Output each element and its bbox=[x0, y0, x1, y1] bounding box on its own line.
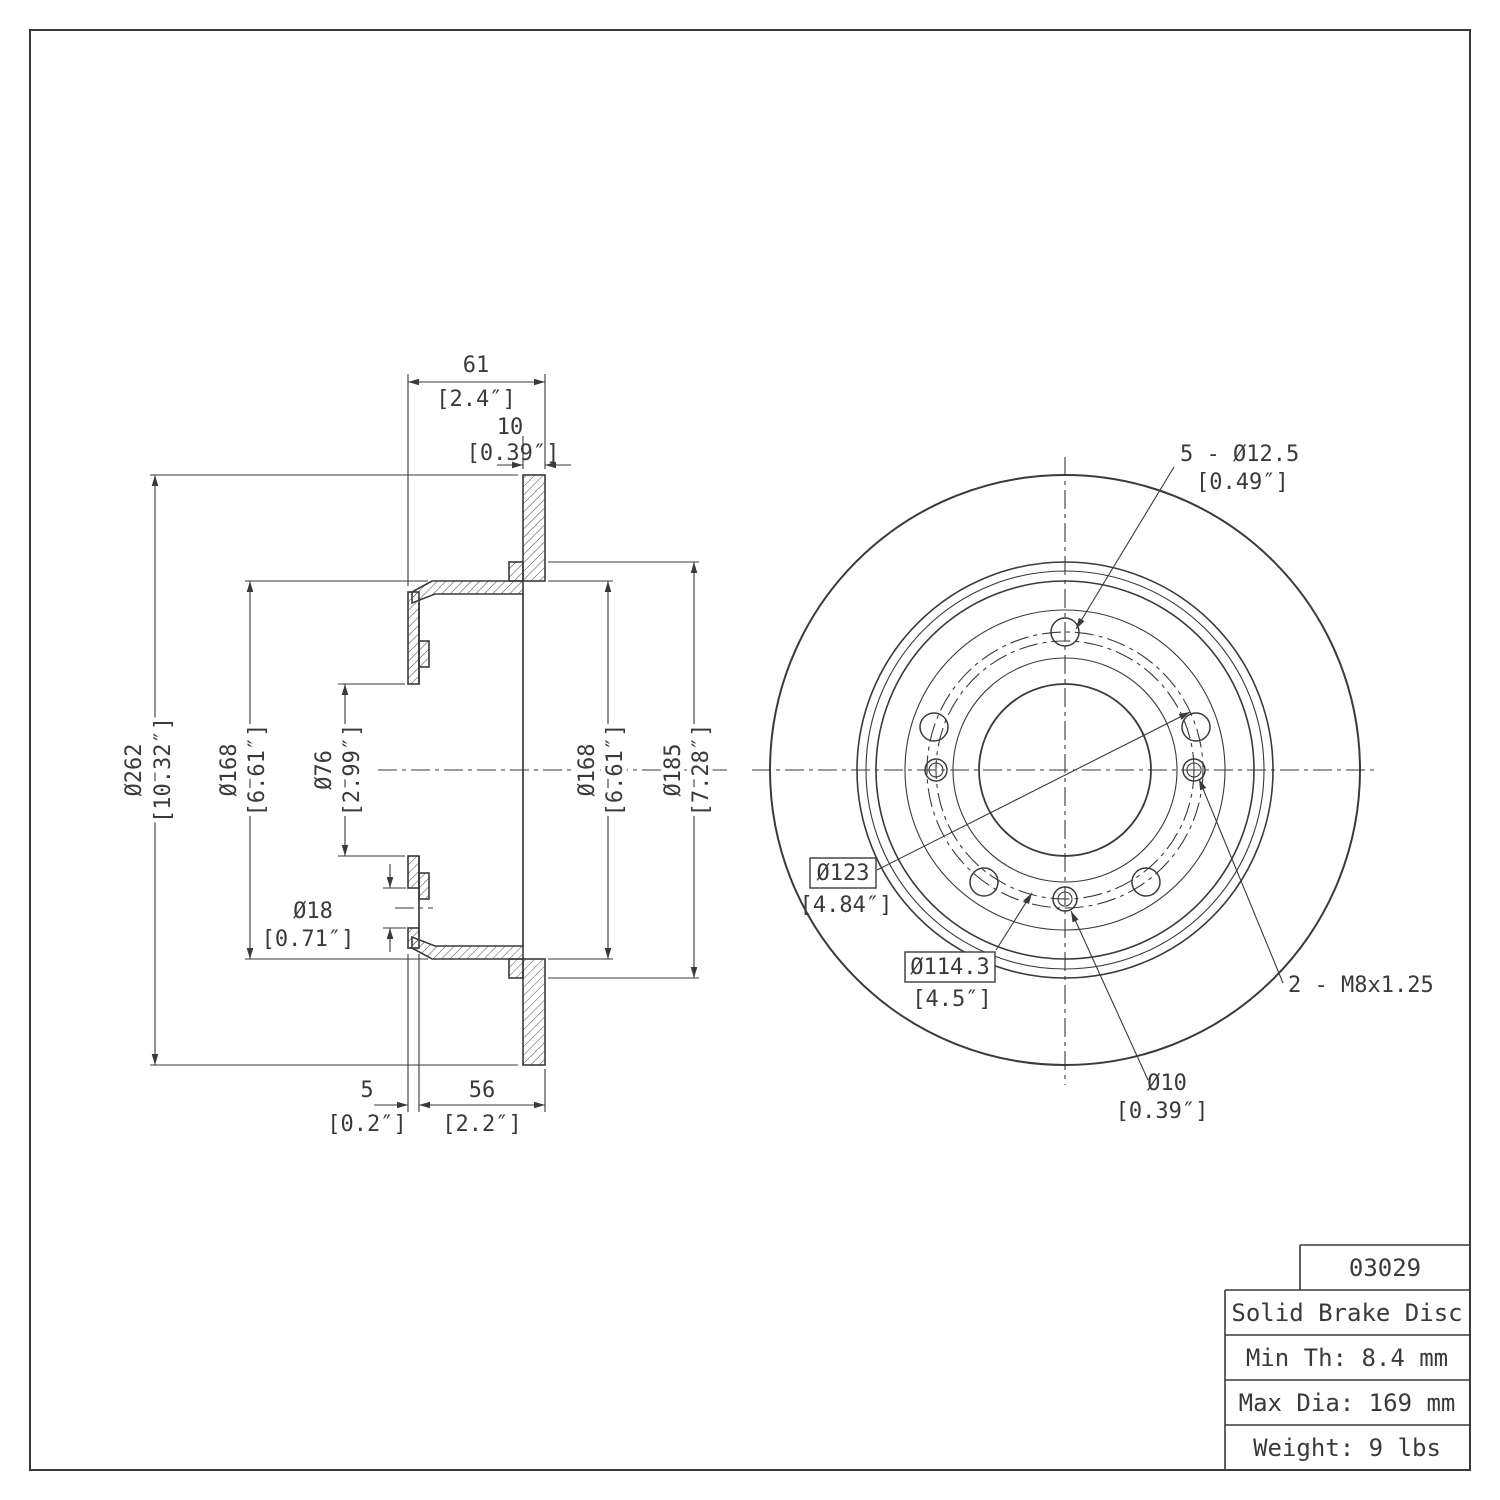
m8-hole-right bbox=[1182, 758, 1206, 782]
dim-center-bore: Ø76 [2.99″] bbox=[308, 683, 405, 857]
dim-step-diameter-in: [7.28″] bbox=[689, 724, 714, 817]
basic-dim-box bbox=[904, 951, 996, 983]
label-bolt-circle-mm: Ø114.3 bbox=[910, 955, 989, 980]
dim-step-diameter-mm: Ø185 bbox=[661, 744, 686, 797]
dim-mount-face-thickness-mm: 5 bbox=[360, 1078, 373, 1103]
center-bore-circle bbox=[978, 683, 1152, 857]
bolt-circle-123 bbox=[926, 631, 1204, 909]
label-bolt-circle-outer-in: [4.84″] bbox=[800, 893, 893, 918]
dim-hat-diameter-right: Ø168 [6.61″] bbox=[548, 580, 633, 960]
hub-face-outer-circle bbox=[904, 609, 1226, 931]
title-block: 03029 Solid Brake Disc Min Th: 8.4 mm Ma… bbox=[1224, 1244, 1470, 1470]
label-bolt-circle-outer-mm: Ø123 bbox=[817, 861, 870, 886]
label-lug-holes-mm: 5 - Ø12.5 bbox=[1180, 442, 1299, 467]
dim-outer-diameter-mm: Ø262 bbox=[122, 744, 147, 797]
disc-circles bbox=[769, 474, 1361, 1066]
label-service-holes: 2 - M8x1.25 bbox=[1198, 778, 1434, 998]
dim-mount-face-thickness: 5 [0.2″] bbox=[327, 954, 420, 1137]
dim-width-total-mm: 61 bbox=[463, 353, 490, 378]
dim-mount-face-thickness-in: [0.2″] bbox=[327, 1112, 406, 1137]
dim-hat-depth-in: [2.2″] bbox=[442, 1112, 521, 1137]
dim-disc-thickness-mm: 10 bbox=[497, 415, 524, 440]
hat-diameter-circle bbox=[875, 580, 1255, 960]
dim-hat-depth-mm: 56 bbox=[469, 1078, 496, 1103]
dim-outer-diameter-in: [10.32″] bbox=[151, 717, 176, 823]
dim-center-bore-mm: Ø76 bbox=[312, 750, 337, 790]
dim-center-bore-in: [2.99″] bbox=[340, 724, 365, 817]
m8-hole-left bbox=[924, 758, 948, 782]
lug-hole-top bbox=[1050, 617, 1080, 647]
pilot-hole bbox=[1052, 886, 1078, 912]
sheet-border bbox=[29, 29, 1471, 1471]
label-pilot-hole-in: [0.39″] bbox=[1116, 1099, 1209, 1124]
m8-hole-left-minor bbox=[928, 762, 944, 778]
section-centerlines bbox=[378, 769, 730, 909]
weight: Weight: 9 lbs bbox=[1253, 1434, 1441, 1462]
label-bolt-circle-in: [4.5″] bbox=[912, 987, 991, 1012]
dim-hat-diameter-right-mm: Ø168 bbox=[575, 744, 600, 797]
dim-width-total-in: [2.4″] bbox=[436, 387, 515, 412]
label-service-holes-text: 2 - M8x1.25 bbox=[1288, 973, 1434, 998]
section-part-geometry bbox=[407, 474, 546, 1066]
dim-hat-diameter-left: Ø168 [6.61″] bbox=[213, 580, 428, 960]
fillet-circle bbox=[865, 570, 1265, 970]
label-lug-holes-in: [0.49″] bbox=[1196, 470, 1289, 495]
label-pilot-hole-mm: Ø10 bbox=[1147, 1071, 1187, 1096]
dim-lug-hole-in: [0.71″] bbox=[262, 927, 355, 952]
step-diameter-circle bbox=[856, 561, 1274, 979]
lug-holes bbox=[919, 617, 1211, 897]
part-number: 03029 bbox=[1349, 1254, 1421, 1282]
lug-hole-lower-right bbox=[1131, 867, 1161, 897]
dim-step-diameter: Ø185 [7.28″] bbox=[548, 561, 719, 979]
front-view: 5 - Ø12.5 [0.49″] Ø123 [4.84″] Ø114.3 [4… bbox=[752, 442, 1434, 1124]
lug-hole-lower-left bbox=[969, 867, 999, 897]
label-lug-holes: 5 - Ø12.5 [0.49″] bbox=[1075, 442, 1299, 630]
outer-diameter-circle bbox=[769, 474, 1361, 1066]
dim-lug-hole: Ø18 [0.71″] bbox=[262, 864, 406, 952]
m8-hole-right-minor bbox=[1186, 762, 1202, 778]
label-bolt-circle: Ø114.3 [4.5″] bbox=[904, 892, 1033, 1012]
section-view: 61 [2.4″] 10 [0.39″] Ø262 [10.32″] Ø168 … bbox=[118, 353, 730, 1137]
front-centerlines bbox=[752, 457, 1378, 1085]
max-diameter: Max Dia: 169 mm bbox=[1239, 1389, 1456, 1417]
dim-width-total: 61 [2.4″] bbox=[407, 353, 546, 586]
dim-disc-thickness: 10 [0.39″] bbox=[467, 415, 571, 469]
dim-hat-depth: 56 [2.2″] bbox=[419, 1069, 546, 1137]
label-bolt-circle-outer: Ø123 [4.84″] bbox=[800, 711, 1191, 918]
label-pilot-hole: Ø10 [0.39″] bbox=[1070, 910, 1209, 1124]
product-name: Solid Brake Disc bbox=[1231, 1299, 1462, 1327]
dim-hat-diameter-right-in: [6.61″] bbox=[603, 724, 628, 817]
lug-hole-upper-right bbox=[1181, 712, 1211, 742]
dim-disc-thickness-in: [0.39″] bbox=[467, 441, 560, 466]
dim-lug-hole-mm: Ø18 bbox=[293, 899, 333, 924]
basic-dim-box bbox=[809, 857, 877, 889]
bolt-circle-114 bbox=[935, 640, 1195, 900]
min-thickness: Min Th: 8.4 mm bbox=[1246, 1344, 1448, 1372]
hub-face-inner-circle bbox=[952, 657, 1178, 883]
dim-hat-diameter-left-in: [6.61″] bbox=[245, 724, 270, 817]
service-holes bbox=[924, 758, 1206, 912]
dim-hat-diameter-left-mm: Ø168 bbox=[217, 744, 242, 797]
pilot-hole-minor bbox=[1057, 891, 1073, 907]
lug-hole-upper-left bbox=[919, 712, 949, 742]
dim-outer-diameter: Ø262 [10.32″] bbox=[118, 474, 518, 1066]
